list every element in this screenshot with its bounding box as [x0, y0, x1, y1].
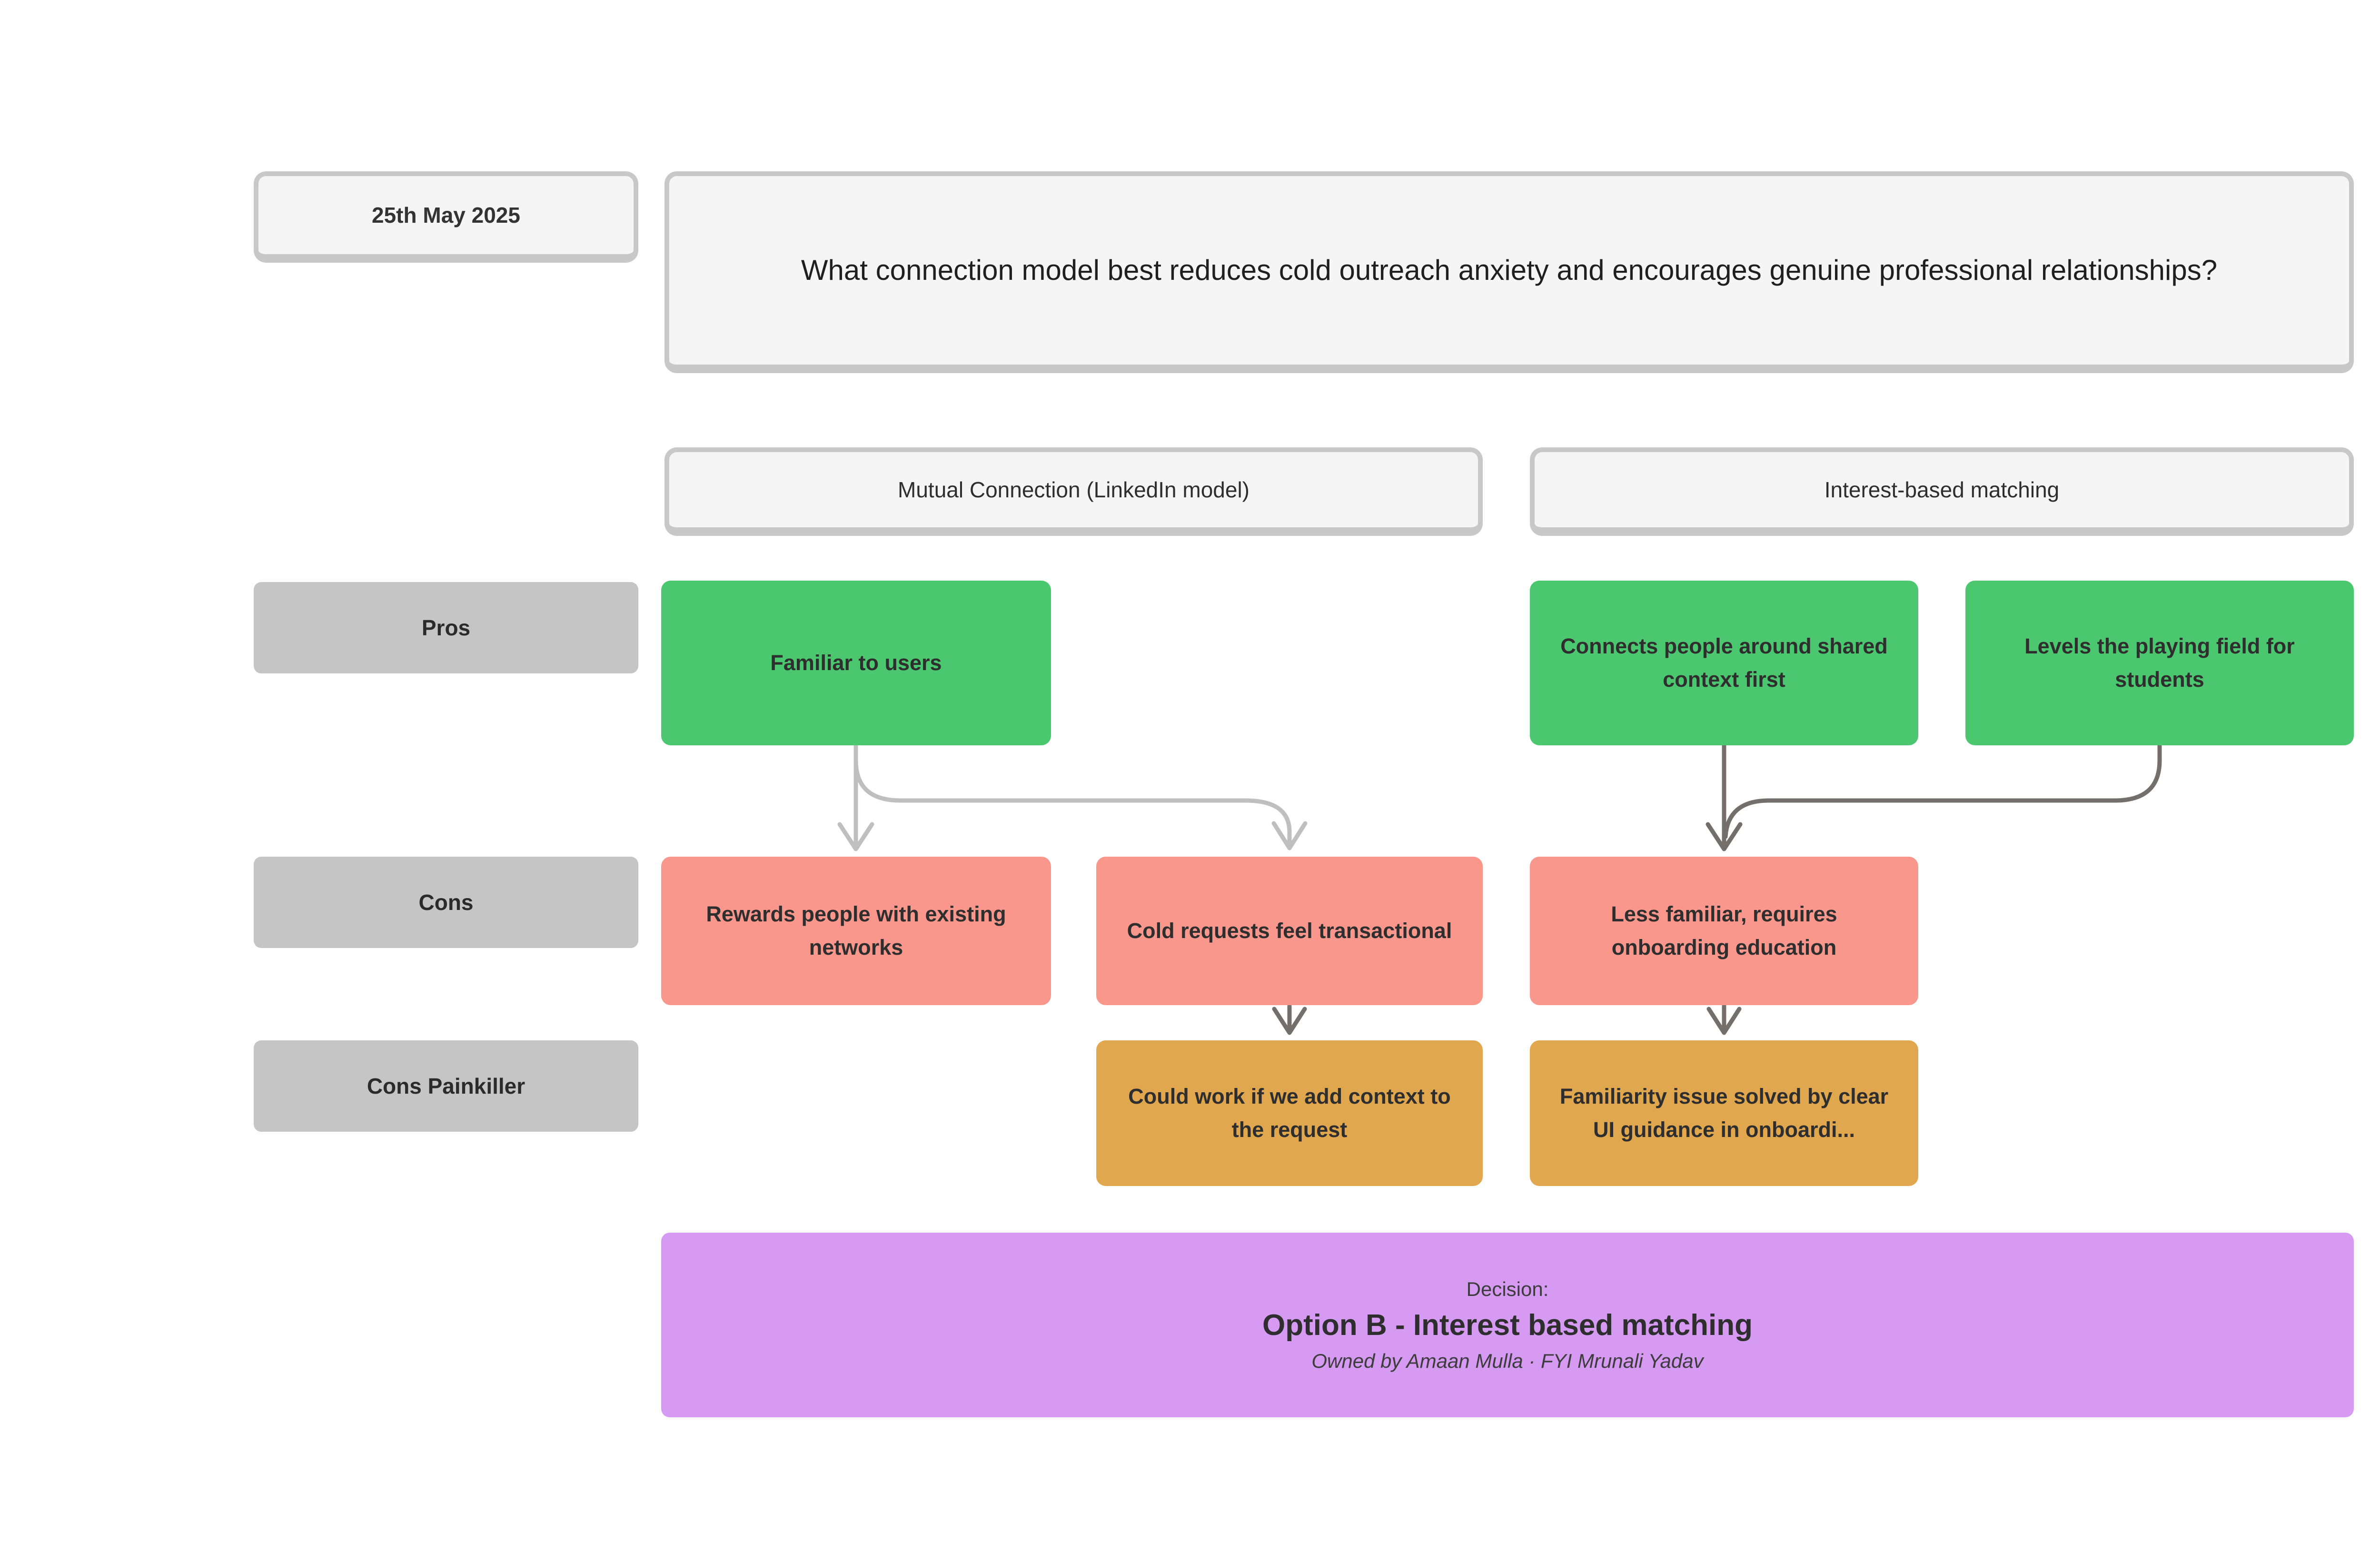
- cons-node-rewards-existing-networks[interactable]: Rewards people with existing networks: [661, 857, 1051, 1005]
- cons-node-cold-requests-transactional[interactable]: Cold requests feel transactional: [1096, 857, 1483, 1005]
- pros-node-text: Levels the playing field for students: [2024, 634, 2295, 692]
- decision-node[interactable]: Decision: Option B - Interest based matc…: [661, 1233, 2354, 1417]
- row-label-cons-painkiller-text: Cons Painkiller: [367, 1074, 526, 1098]
- date-node[interactable]: 25th May 2025: [254, 171, 638, 263]
- arrow-conA2-to-pkA1[interactable]: [1272, 1004, 1307, 1035]
- cons-node-less-familiar[interactable]: Less familiar, requires onboarding educa…: [1530, 857, 1918, 1005]
- date-label: 25th May 2025: [372, 203, 520, 227]
- option-a-header-label: Mutual Connection (LinkedIn model): [898, 477, 1250, 502]
- decision-title: Option B - Interest based matching: [1262, 1308, 1753, 1342]
- row-label-cons-text: Cons: [418, 890, 474, 915]
- pros-node-shared-context[interactable]: Connects people around shared context fi…: [1530, 581, 1918, 745]
- pros-node-text: Familiar to users: [770, 651, 942, 675]
- painkiller-node-text: Familiarity issue solved by clear UI gui…: [1559, 1084, 1889, 1142]
- cons-node-text: Cold requests feel transactional: [1127, 919, 1452, 943]
- arrow-proB2-to-conB1[interactable]: [1723, 743, 2162, 839]
- arrow-conB1-to-pkB1[interactable]: [1706, 1004, 1742, 1035]
- painkiller-node-add-context[interactable]: Could work if we add context to the requ…: [1096, 1040, 1483, 1186]
- painkiller-node-ui-guidance[interactable]: Familiarity issue solved by clear UI gui…: [1530, 1040, 1918, 1186]
- pros-node-levels-playing-field[interactable]: Levels the playing field for students: [1965, 581, 2354, 745]
- arrow-proB1-to-conB1[interactable]: [1706, 743, 1743, 851]
- arrow-proA1-to-conA2[interactable]: [853, 743, 1308, 850]
- decision-label: Decision:: [1466, 1277, 1549, 1300]
- cons-node-text: Less familiar, requires onboarding educa…: [1611, 902, 1837, 959]
- painkiller-node-text: Could work if we add context to the requ…: [1128, 1084, 1451, 1142]
- question-text: What connection model best reduces cold …: [801, 254, 2218, 286]
- option-b-header-label: Interest-based matching: [1824, 477, 2060, 502]
- question-node[interactable]: What connection model best reduces cold …: [664, 171, 2354, 373]
- cons-node-text: Rewards people with existing networks: [706, 902, 1006, 959]
- row-label-pros-text: Pros: [421, 615, 471, 640]
- row-label-cons[interactable]: Cons: [254, 857, 638, 948]
- pros-node-text: Connects people around shared context fi…: [1560, 634, 1888, 692]
- option-a-header-node[interactable]: Mutual Connection (LinkedIn model): [664, 447, 1483, 536]
- pros-node-familiar-to-users[interactable]: Familiar to users: [661, 581, 1051, 745]
- row-label-cons-painkiller[interactable]: Cons Painkiller: [254, 1040, 638, 1132]
- option-b-header-node[interactable]: Interest-based matching: [1530, 447, 2354, 536]
- row-label-pros[interactable]: Pros: [254, 582, 638, 673]
- decision-owner: Owned by Amaan Mulla · FYI Mrunali Yadav: [1311, 1349, 1704, 1372]
